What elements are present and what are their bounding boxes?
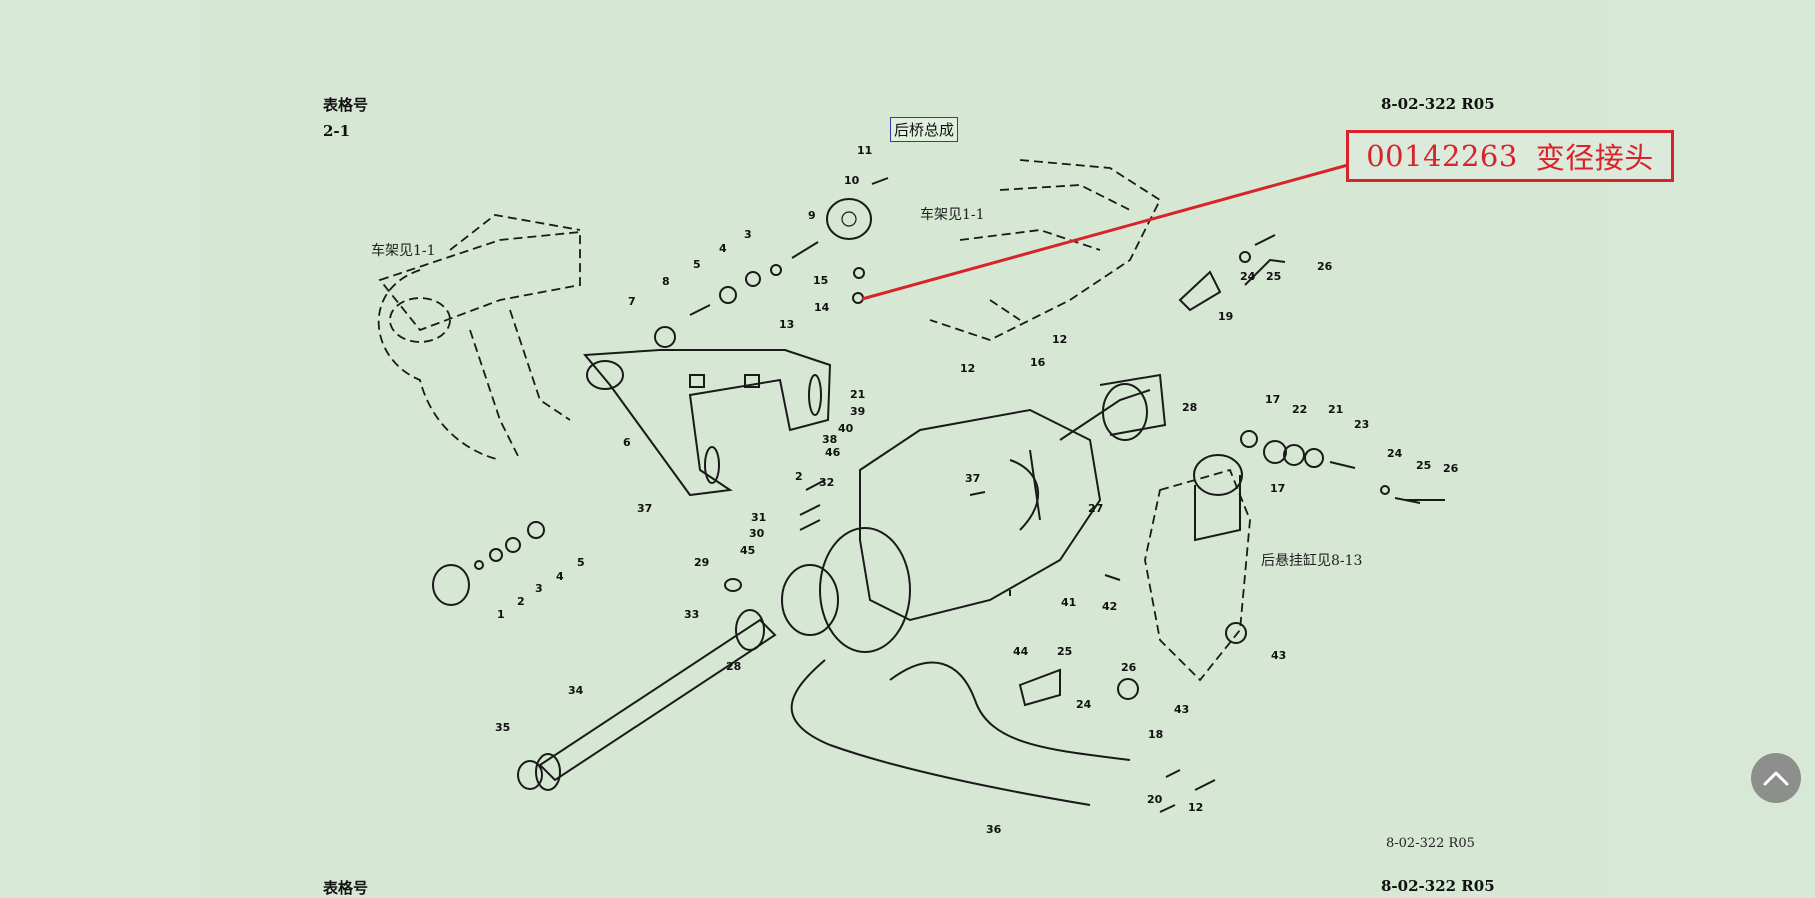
cylinder-ref: 后悬挂缸见8-13 (1261, 552, 1362, 569)
part-label: 30 (749, 527, 765, 540)
frame-ref-right: 车架见1-1 (920, 206, 985, 223)
part-label: 24 (1387, 447, 1403, 460)
part-label: 21 (850, 388, 865, 401)
part-label: 37 (965, 472, 980, 485)
part-label: 15 (813, 274, 828, 287)
part-label: 9 (808, 209, 816, 222)
part-label: 11 (857, 144, 872, 157)
part-label: 40 (838, 422, 854, 435)
form-number: 2-1 (323, 122, 351, 140)
part-label: 22 (1292, 403, 1307, 416)
part-label: 5 (693, 258, 701, 271)
bracket-13 (582, 349, 832, 497)
part-label: 25 (1057, 645, 1072, 658)
rear-cylinder (1144, 454, 1251, 682)
part-label: 38 (822, 433, 837, 446)
scroll-to-top-button[interactable] (1751, 753, 1801, 803)
part-label: 19 (1218, 310, 1233, 323)
part-label: 39 (850, 405, 865, 418)
part-callout-box: 00142263 变径接头 (1346, 130, 1674, 182)
part-label: 43 (1271, 649, 1286, 662)
part-label: 6 (623, 436, 631, 449)
part-label: 3 (744, 228, 752, 241)
part-label: 43 (1174, 703, 1189, 716)
part-label: 10 (844, 174, 860, 187)
shaft-34 (517, 564, 839, 791)
part-label: 2 (795, 470, 803, 483)
part-label: 27 (1088, 502, 1103, 515)
doc-code: 8-02-322 R05 (1381, 95, 1495, 113)
footer-code: 8-02-322 R05 (1386, 836, 1475, 851)
part-label: 36 (986, 823, 1002, 836)
part-label: 28 (1182, 401, 1197, 414)
chevron-up-icon (1763, 771, 1789, 786)
part-label: 28 (726, 660, 741, 673)
right-frame-outline (929, 159, 1162, 341)
part-label: 44 (1013, 645, 1029, 658)
part-label: 35 (495, 721, 510, 734)
left-frame-outline (377, 214, 581, 461)
part-label: 37 (637, 502, 652, 515)
part-label: 24 (1076, 698, 1092, 711)
callout-leader-line (861, 163, 1349, 301)
part-label: 16 (1030, 356, 1046, 369)
part-label: 3 (535, 582, 543, 595)
next-page-doc-code: 8-02-322 R05 (1381, 877, 1495, 895)
part-label: 33 (684, 608, 699, 621)
part-label: 34 (568, 684, 584, 697)
part-label: 12 (1188, 801, 1203, 814)
part-label: 25 (1416, 459, 1431, 472)
part-label: 18 (1148, 728, 1163, 741)
callout-part-number: 00142263 (1366, 139, 1518, 173)
form-label: 表格号 (323, 96, 369, 114)
part-label: 26 (1317, 260, 1333, 273)
part-label: 1 (497, 608, 505, 621)
diagram-title: 后桥总成 (890, 117, 959, 142)
part-label: 14 (814, 301, 830, 314)
frame-ref-left: 车架见1-1 (371, 242, 436, 259)
part-label: 7 (628, 295, 636, 308)
part-label: 12 (960, 362, 975, 375)
part-label: 29 (694, 556, 709, 569)
part-label: 23 (1354, 418, 1369, 431)
part-label: 24 (1240, 270, 1256, 283)
part-label: 46 (825, 446, 841, 459)
cable-36 (790, 659, 1091, 806)
callout-part-name: 变径接头 (1535, 141, 1654, 175)
cable-18 (889, 661, 1131, 761)
part-label: 32 (819, 476, 834, 489)
part-label: 4 (556, 570, 564, 583)
part-label: 42 (1102, 600, 1117, 613)
part-label: 26 (1121, 661, 1137, 674)
part-label: 17 (1265, 393, 1280, 406)
part-label: 41 (1061, 596, 1076, 609)
part-label: 4 (719, 242, 727, 255)
axle-housing (819, 373, 1167, 653)
part-label: 17 (1270, 482, 1285, 495)
next-page-form-label: 表格号 (323, 879, 369, 897)
part-label: 5 (577, 556, 585, 569)
part-label: 26 (1443, 462, 1459, 475)
small-parts (432, 177, 1445, 813)
part-label: 2 (517, 595, 525, 608)
part-label: 45 (740, 544, 755, 557)
part-label: 31 (751, 511, 766, 524)
part-label: 21 (1328, 403, 1343, 416)
part-label: 13 (779, 318, 794, 331)
part-label: 20 (1147, 793, 1163, 806)
part-label: 12 (1052, 333, 1067, 346)
part-label: 8 (662, 275, 670, 288)
part-label: 25 (1266, 270, 1281, 283)
